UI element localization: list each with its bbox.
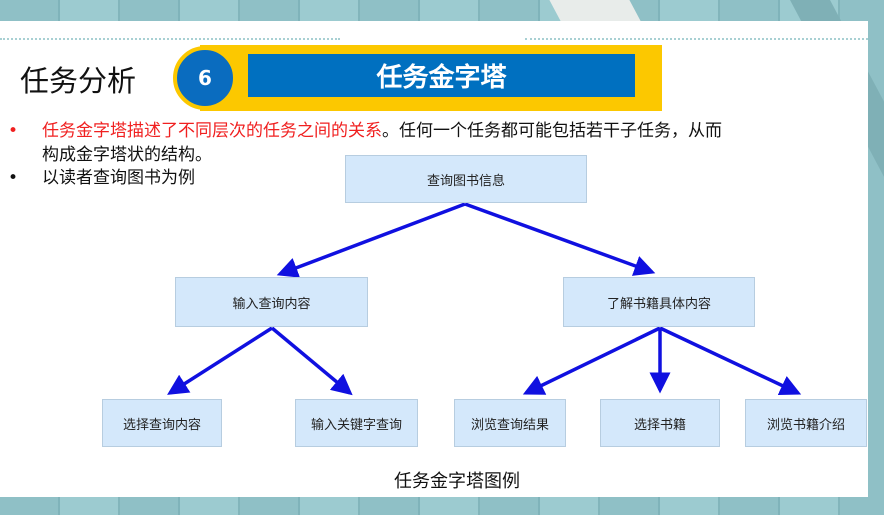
arrow <box>522 326 661 395</box>
dotted-divider <box>0 38 340 40</box>
pyramid-node: 浏览查询结果 <box>454 399 566 447</box>
arrow <box>464 202 656 276</box>
pyramid-node: 浏览书籍介绍 <box>745 399 867 447</box>
bullet-text: 。任何一个任务都可能包括若干子任务，从而 <box>382 121 722 141</box>
pyramid-node: 输入关键字查询 <box>295 399 418 447</box>
arrow <box>270 326 353 396</box>
pyramid-node-root: 查询图书信息 <box>345 155 587 203</box>
arrow <box>276 202 466 278</box>
bullet-icon: • <box>8 121 19 141</box>
bullet-text: 构成金字塔状的结构。 <box>42 145 212 165</box>
pyramid-node: 输入查询内容 <box>175 277 368 327</box>
bullet-highlight-text: 任务金字塔描述了不同层次的任务之间的关系 <box>42 121 382 141</box>
arrow <box>659 326 802 396</box>
bullet-text-1: 任务金字塔描述了不同层次的任务之间的关系。任何一个任务都可能包括若干子任务，从而… <box>42 119 862 167</box>
section-title: 任务分析 <box>20 64 137 98</box>
pyramid-node: 了解书籍具体内容 <box>563 277 755 327</box>
dotted-divider <box>525 38 868 40</box>
figure-caption: 任务金字塔图例 <box>394 471 520 492</box>
arrow <box>167 326 273 395</box>
bullet-icon: • <box>8 168 19 188</box>
pyramid-node: 选择查询内容 <box>102 399 222 447</box>
pyramid-node: 选择书籍 <box>600 399 720 447</box>
section-number-badge: 6 <box>173 46 237 110</box>
slide-heading: 任务金字塔 <box>248 54 635 97</box>
bullet-text-2: 以读者查询图书为例 <box>42 168 195 188</box>
